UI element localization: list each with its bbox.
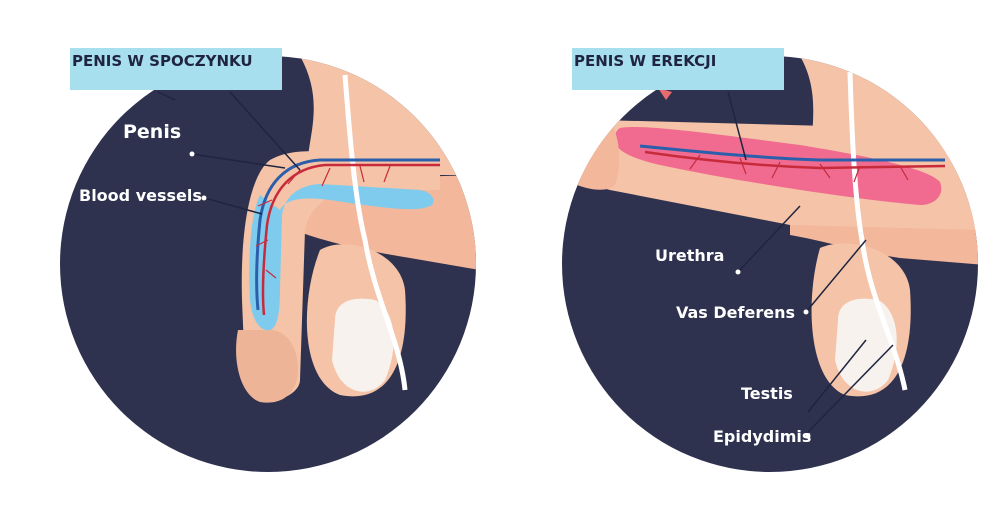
testis-label: Testis xyxy=(741,384,793,403)
relaxed-title-banner: PENIS W SPOCZYNKU xyxy=(70,48,282,90)
blood-vessels-label: Blood vessels xyxy=(79,186,202,205)
penis-label-dot xyxy=(189,151,195,157)
right-tip-accent xyxy=(658,88,672,100)
penis-label: Penis xyxy=(123,121,182,143)
left-corpus-cavernosum xyxy=(249,184,434,331)
left-capillaries xyxy=(255,165,391,279)
erect-title-banner: PENIS W EREKCJI xyxy=(572,48,784,90)
right-artery xyxy=(644,150,946,170)
urethra-label: Urethra xyxy=(655,246,725,265)
right-capillaries xyxy=(689,154,909,183)
right-leader-lines xyxy=(727,91,894,433)
left-leader-lines xyxy=(157,91,301,215)
right-testis xyxy=(835,298,897,392)
vas-deferens-label-dot xyxy=(803,309,809,315)
left-urethra-line xyxy=(342,74,408,391)
epididymis-label: Epidydimis xyxy=(713,427,812,446)
left-testis xyxy=(332,298,394,392)
epididymis-label-dot xyxy=(805,433,811,439)
left-glans xyxy=(236,330,298,403)
relaxed-panel xyxy=(60,56,476,472)
left-artery xyxy=(261,163,440,316)
right-vein xyxy=(639,144,945,162)
vas-deferens-label: Vas Deferens xyxy=(676,303,795,322)
urethra-label-dot xyxy=(735,269,741,275)
left-penis-shaft xyxy=(241,151,440,401)
right-glans xyxy=(562,118,620,190)
left-vein xyxy=(255,158,440,311)
erect-panel xyxy=(562,56,978,472)
blood-vessels-label-dot xyxy=(201,195,207,201)
